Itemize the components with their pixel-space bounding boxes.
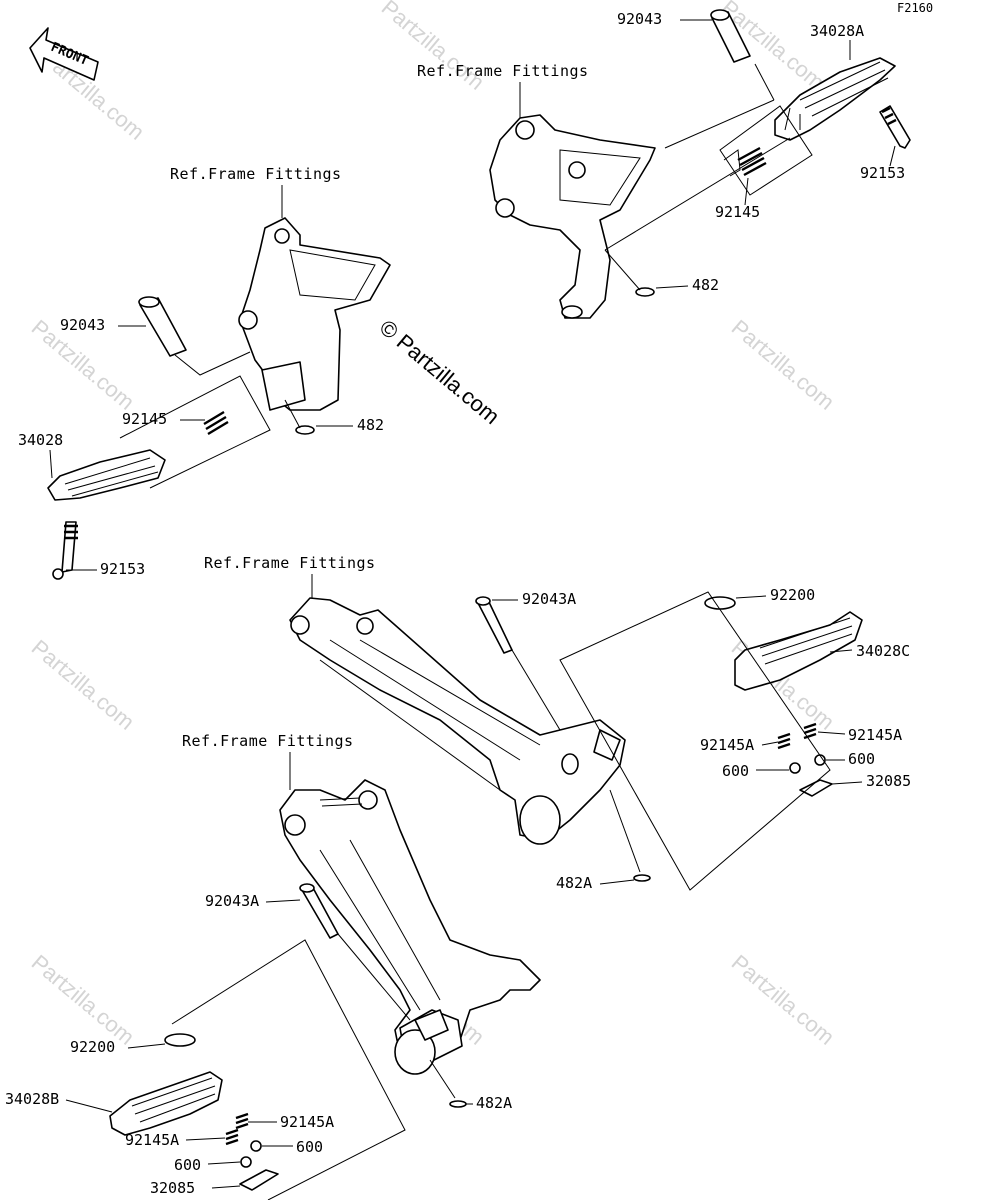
label-600-right-a: 600 [722,762,749,780]
spring-92145-left [203,410,229,436]
ball-600-right-a [789,762,801,774]
plate-32085-left [239,1169,279,1191]
label-600-left-b: 600 [174,1156,201,1174]
washer-482-top [635,287,655,297]
label-92145A-right-b: 92145A [848,726,902,744]
ref-frame-fittings-mid-right: Ref.Frame Fittings [204,554,376,572]
top-left-assembly [47,217,391,580]
label-92200-left: 92200 [70,1038,115,1056]
watermark-right-3: Partzilla.com [727,950,840,1050]
spring-92145A-left-b [225,1128,239,1146]
top-right-assembly [489,9,911,319]
label-600-right-b: 600 [848,750,875,768]
ref-frame-fittings-mid-left: Ref.Frame Fittings [182,732,354,750]
label-32085-right: 32085 [866,772,911,790]
label-34028B: 34028B [5,1090,59,1108]
label-34028C: 34028C [856,642,910,660]
label-92145-top: 92145 [715,203,760,221]
pin-92043A-right [477,599,513,654]
label-92043-left: 92043 [60,316,105,334]
passenger-bracket-right [289,597,626,841]
watermark-left-2: Partzilla.com [27,635,140,735]
spring-92145A-right-b [803,722,817,740]
label-482A-left: 482A [476,1094,512,1112]
label-482-top: 482 [692,276,719,294]
label-32085-left: 32085 [150,1179,195,1197]
washer-92200-right [704,596,736,610]
label-34028: 34028 [18,431,63,449]
washer-482A-left [449,1100,467,1108]
watermark-right-1: Partzilla.com [727,315,840,415]
ref-frame-fittings-top-right: Ref.Frame Fittings [417,62,589,80]
label-92043A-left: 92043A [205,892,259,910]
watermark-top-mid: Partzilla.com [377,0,490,95]
watermark-center: © Partzilla.com [375,315,505,429]
washer-92200-left [164,1033,196,1047]
ball-600-left-b [240,1156,252,1168]
label-92153-top: 92153 [860,164,905,182]
washer-482A-right [633,874,651,882]
label-92043-top: 92043 [617,10,662,28]
figure-code: F2160 [897,1,933,15]
label-92200-right: 92200 [770,586,815,604]
watermark-left-3: Partzilla.com [27,950,140,1050]
footpeg-34028A [774,57,896,141]
washer-482-left [295,425,315,435]
label-92153-left: 92153 [100,560,145,578]
label-92145A-right-a: 92145A [700,736,754,754]
rider-bracket-left [239,217,391,411]
watermarks: Partzilla.com Partzilla.com Partzilla.co… [27,0,840,1050]
label-92145-left: 92145 [122,410,167,428]
passenger-bracket-left [279,779,541,1061]
bolt-92153-top [879,105,911,149]
bolt-92153-left [61,521,77,573]
ref-frame-fittings-top-left: Ref.Frame Fittings [170,165,342,183]
mid-right-assembly [289,591,863,891]
label-482A-right: 482A [556,874,592,892]
footpeg-34028C [734,611,863,691]
spring-92145-top [737,146,767,177]
spring-92145A-right-a [777,732,791,750]
bottom-left-assembly [109,779,541,1200]
label-34028A: 34028A [810,22,864,40]
label-92145A-left-a: 92145A [280,1113,334,1131]
label-482-left: 482 [357,416,384,434]
spring-92145A-left-a [235,1112,249,1130]
label-92145A-left-b: 92145A [125,1131,179,1149]
rider-bracket-right [489,114,656,319]
label-600-left-a: 600 [296,1138,323,1156]
label-92043A-right: 92043A [522,590,576,608]
ball-600-left-a [250,1140,262,1152]
